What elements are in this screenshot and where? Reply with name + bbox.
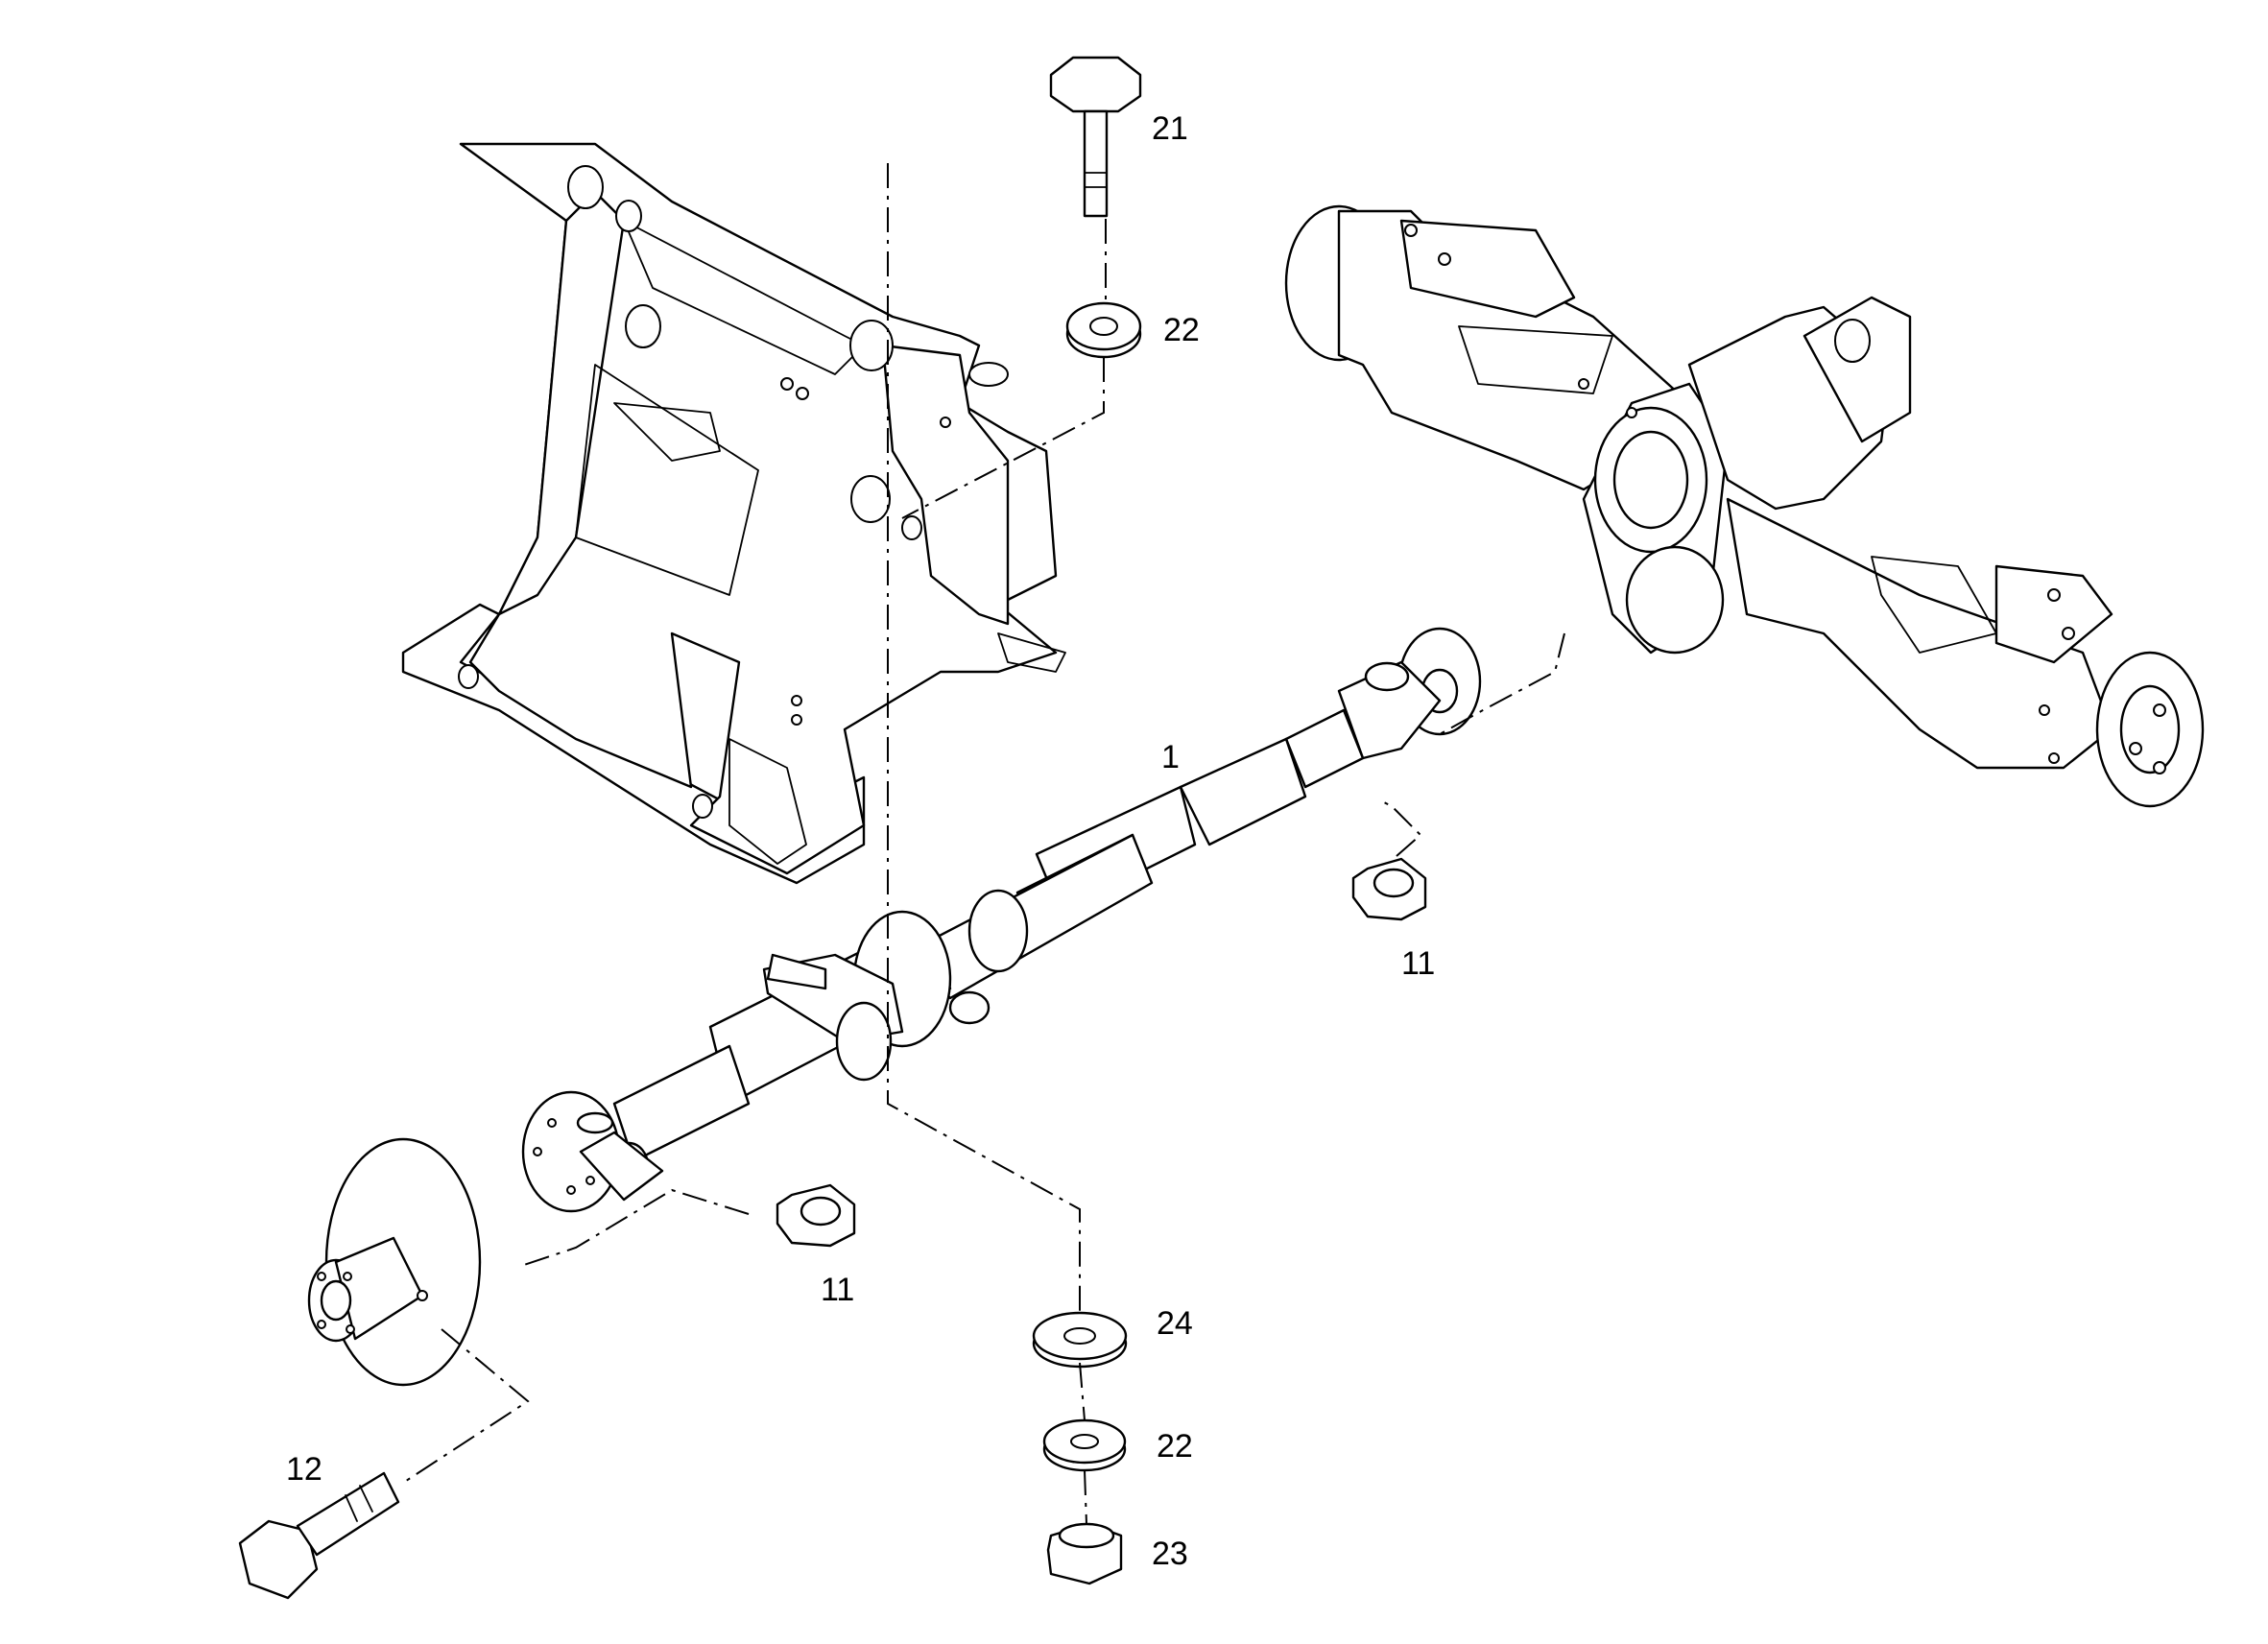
callout-1: 1 [1161,739,1180,775]
callout-12: 12 [286,1451,322,1488]
washer-24 [1032,1311,1128,1369]
callout-11-right: 11 [1401,945,1435,982]
callouts: 21 22 1 11 11 24 22 12 23 [286,110,1435,1572]
nut-11-right [1351,857,1427,921]
washer-22-top [1065,301,1142,359]
brake-disc-flange [307,1137,482,1387]
callout-22-bottom: 22 [1157,1428,1193,1465]
callout-23: 23 [1152,1536,1188,1572]
callout-21: 21 [1152,110,1188,147]
assembly-lines [402,163,1565,1525]
bolt-12 [238,1471,400,1600]
callout-22-top: 22 [1163,312,1200,348]
callout-24: 24 [1157,1305,1193,1342]
drive-shaft [521,627,1482,1213]
washer-22-bottom [1042,1418,1127,1472]
bolt-21 [1049,56,1142,218]
callout-11-left: 11 [821,1272,854,1308]
axle-assembly [1284,204,2205,808]
chassis-frame [401,142,1066,885]
nut-11-left [776,1183,856,1248]
nut-23 [1046,1522,1123,1585]
